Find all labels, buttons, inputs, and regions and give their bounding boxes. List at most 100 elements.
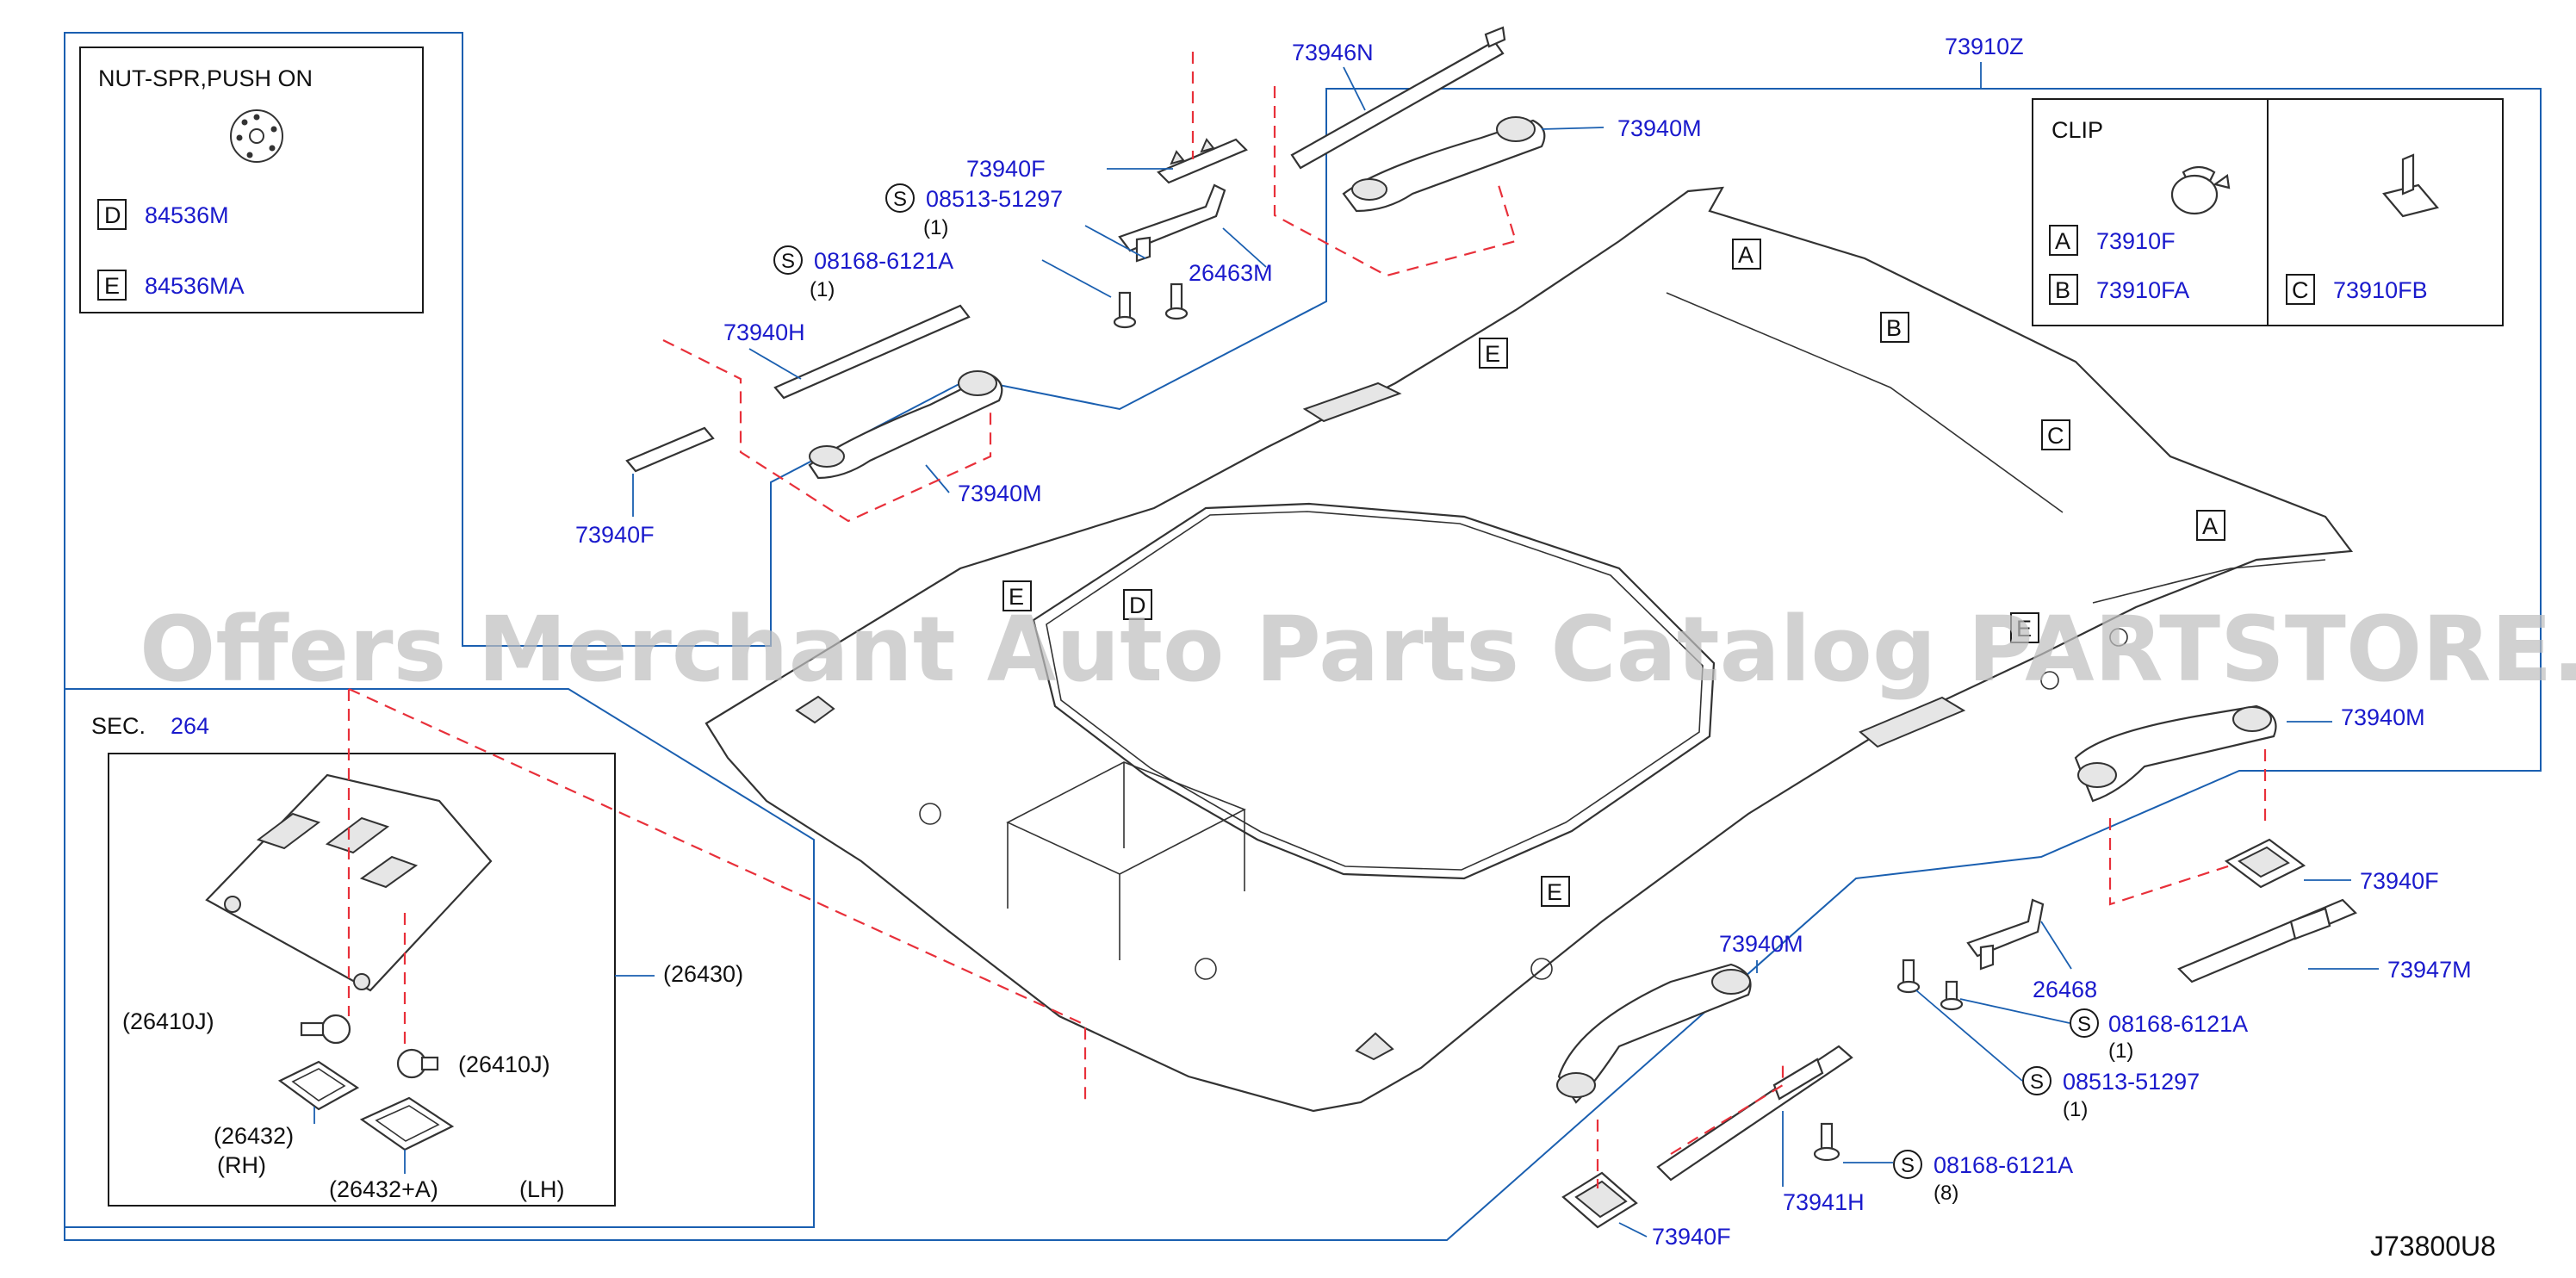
callout-08168-top[interactable]: 08168-6121A	[814, 248, 953, 274]
legend-part-84536ma[interactable]: 84536MA	[145, 273, 245, 299]
section-number[interactable]: 264	[171, 713, 209, 739]
qty-08168-top: (1)	[810, 278, 835, 301]
marker-box	[1123, 589, 1152, 620]
lens-lh-label: (LH)	[519, 1176, 565, 1202]
screw-bottom[interactable]	[1813, 1122, 1840, 1162]
callout-73940f-bottom[interactable]: 73940F	[1652, 1224, 1731, 1250]
screw-s-top-1: S	[893, 188, 907, 211]
screw-symbol-bottom	[1893, 1150, 1922, 1179]
bulb-right[interactable]	[396, 1048, 439, 1079]
handle-cover-73940f-left[interactable]	[625, 426, 715, 473]
lens-rh[interactable]	[277, 1060, 360, 1111]
assembly-path-right	[2108, 749, 2267, 906]
grab-handle-bottom[interactable]	[1556, 963, 1752, 1104]
handle-cover-73940f-right[interactable]	[2224, 838, 2306, 889]
callout-73946n[interactable]: 73946N	[1292, 40, 1374, 65]
qty-08168-bottom: (8)	[1934, 1182, 1958, 1205]
marker-box	[1479, 338, 1508, 369]
legend-letter-box-e	[97, 270, 127, 301]
grab-handle-left[interactable]	[808, 370, 1003, 480]
nut-legend-box	[79, 47, 424, 313]
legend-part-84536m[interactable]: 84536M	[145, 202, 229, 228]
lens-rh-part: (26432)	[214, 1123, 294, 1149]
bracket-26463m[interactable]	[1118, 183, 1226, 263]
callout-73941h[interactable]: 73941H	[1783, 1189, 1865, 1215]
trim-strip-73946n[interactable]	[1290, 26, 1506, 170]
callout-73940h[interactable]: 73940H	[723, 320, 805, 345]
marker-c: C	[2047, 423, 2064, 449]
screw-s-top-2: S	[781, 250, 795, 273]
trim-strip-73940h[interactable]	[773, 304, 971, 400]
callout-73940f-right[interactable]: 73940F	[2360, 868, 2439, 894]
lens-lh[interactable]	[359, 1096, 455, 1151]
callout-26468[interactable]: 26468	[2033, 977, 2097, 1002]
screw-s-mid-2: S	[2030, 1070, 2044, 1094]
marker-e1: E	[1485, 341, 1500, 367]
marker-box	[1880, 312, 1909, 343]
marker-box	[2010, 612, 2039, 643]
qty-08513-top: (1)	[923, 216, 948, 239]
marker-box	[2196, 510, 2225, 541]
nut-legend-title: NUT-SPR,PUSH ON	[98, 65, 313, 91]
handle-cover-73940f-top[interactable]	[1157, 138, 1248, 184]
marker-a2: A	[2202, 513, 2218, 539]
screw-s-bottom: S	[1901, 1154, 1915, 1177]
assembly-path-top	[1191, 52, 1518, 277]
callout-73940m-right[interactable]: 73940M	[2341, 704, 2425, 730]
assembly-path-left	[662, 339, 992, 523]
callout-73940m-bottom[interactable]: 73940M	[1719, 931, 1803, 957]
clip-icon	[2170, 165, 2231, 215]
marker-a1: A	[1738, 242, 1754, 268]
screw-top-a[interactable]	[1113, 291, 1137, 329]
callout-73940f-top[interactable]: 73940F	[966, 156, 1046, 182]
headliner-panel[interactable]	[705, 186, 2354, 1113]
screw-mid-b[interactable]	[1940, 980, 1964, 1011]
callout-08513-mid[interactable]: 08513-51297	[2063, 1069, 2200, 1095]
clip-legend-title: CLIP	[2051, 117, 2103, 143]
marker-e4: E	[1547, 879, 1562, 905]
handle-cover-73940f-bottom[interactable]	[1561, 1171, 1638, 1229]
marker-box	[1541, 876, 1570, 907]
bulb-left[interactable]	[300, 1014, 351, 1045]
headliner-part-73910z[interactable]: 73910Z	[1945, 34, 2024, 59]
grab-handle-top-right[interactable]	[1342, 116, 1546, 213]
callout-73940m-left[interactable]: 73940M	[958, 481, 1042, 506]
callout-73940f-left[interactable]: 73940F	[575, 522, 655, 548]
callout-73940m-top-right[interactable]: 73940M	[1617, 115, 1702, 141]
marker-d: D	[1129, 592, 1146, 618]
bracket-26468[interactable]	[1966, 898, 2045, 971]
clip-part-73910fa[interactable]: 73910FA	[2096, 277, 2189, 303]
callout-08513-top[interactable]: 08513-51297	[926, 186, 1063, 212]
assembly-path-lamp	[347, 687, 1087, 1107]
clip-fb-icon	[2382, 153, 2439, 218]
screw-top-b[interactable]	[1164, 282, 1189, 320]
legend-letter-d: D	[104, 202, 121, 228]
trim-strip-73947m[interactable]	[2177, 898, 2357, 983]
trim-strip-73941h[interactable]	[1656, 1045, 1853, 1182]
marker-b: B	[1886, 315, 1902, 341]
callout-08168-mid[interactable]: 08168-6121A	[2108, 1011, 2248, 1037]
screw-symbol-top-1	[885, 183, 915, 213]
screw-mid-a[interactable]	[1896, 958, 1921, 994]
callout-26463m[interactable]: 26463M	[1189, 260, 1273, 286]
headliner-markers: A B C A E E D E E	[1002, 239, 2225, 907]
marker-box	[1732, 239, 1761, 270]
marker-box	[1002, 580, 1032, 611]
lens-rh-label: (RH)	[217, 1152, 266, 1178]
lens-lh-part: (26432+A)	[329, 1176, 438, 1202]
section-prefix: SEC.	[91, 713, 146, 739]
callout-73947m[interactable]: 73947M	[2387, 957, 2472, 983]
marker-box	[2041, 419, 2070, 450]
callout-08168-bottom[interactable]: 08168-6121A	[1934, 1152, 2073, 1178]
map-lamp-assembly[interactable]	[205, 773, 493, 992]
screw-symbol-mid-2	[2022, 1066, 2051, 1095]
section-outline	[65, 688, 815, 1228]
screw-s-mid-1: S	[2077, 1013, 2091, 1036]
screw-symbol-top-2	[773, 245, 803, 275]
legend-letter-box-d	[97, 199, 127, 230]
clip-part-73910fb[interactable]: 73910FB	[2333, 277, 2428, 303]
grab-handle-right[interactable]	[2074, 704, 2277, 803]
clip-part-73910f[interactable]: 73910F	[2096, 228, 2176, 254]
clip-letter-box-b	[2049, 274, 2078, 305]
